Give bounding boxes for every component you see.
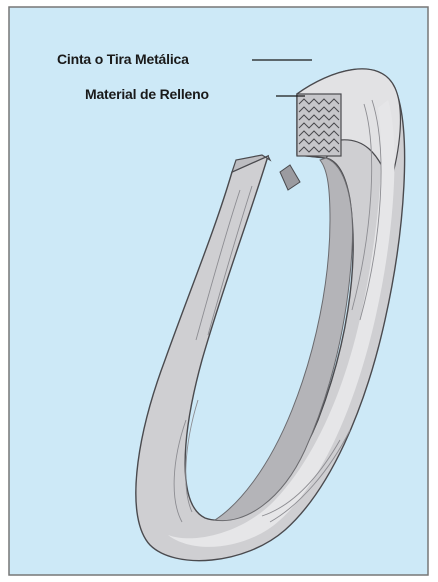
label-metal-strip: Cinta o Tira Metálica xyxy=(57,51,189,67)
spiral-winding-section xyxy=(297,94,341,156)
label-filler-material: Material de Relleno xyxy=(85,86,209,102)
